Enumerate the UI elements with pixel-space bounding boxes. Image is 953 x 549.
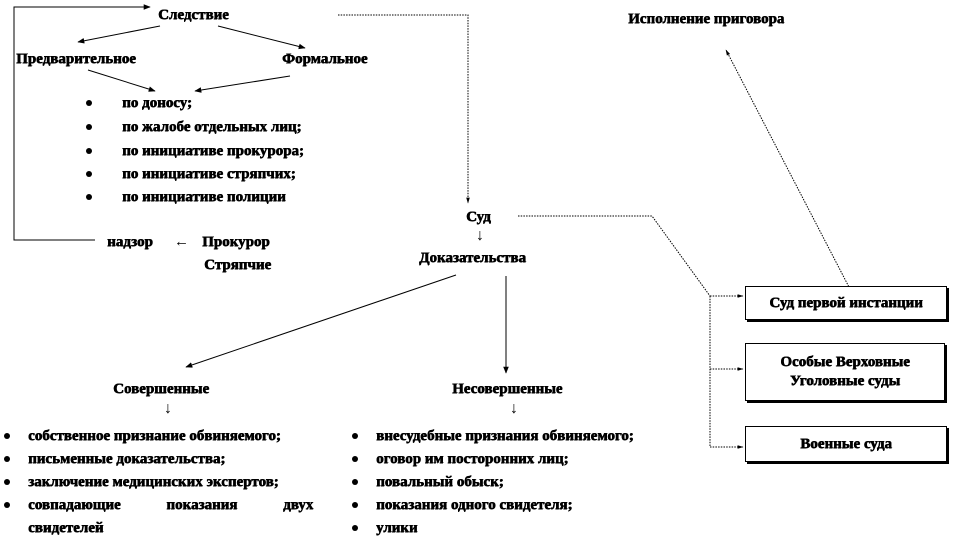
arrow-to-preliminary [77, 25, 161, 44]
complete-evidence-label: Совершенные [113, 381, 210, 397]
arrow-preliminary-to-grounds [87, 69, 156, 92]
execution-label: Исполнение приговора [628, 11, 785, 27]
list-bullet [4, 433, 10, 439]
list-item: по инициативе стряпчих; [122, 166, 296, 182]
first-instance-to-execution-line [725, 49, 851, 290]
first-instance-court-box: Суд первой инстанции [745, 286, 947, 320]
list-item: оговор им посторонних лиц; [376, 451, 569, 467]
list-item: повальный обыск; [376, 474, 504, 490]
incomplete-evidence-label: Несовершенные [452, 381, 563, 397]
list-item: заключение медицинских экспертов; [28, 474, 279, 490]
list-bullet [352, 502, 358, 508]
prosecutor-label: Прокурор [202, 234, 270, 250]
arrow-to-formal [217, 25, 306, 50]
list-bullet [352, 456, 358, 462]
supreme-court-label: Особые Верховные Уголовные суды [780, 354, 910, 389]
list-bullet [4, 456, 10, 462]
investigation-label: Следствие [158, 7, 229, 23]
down-arrow-icon: ↓ [164, 400, 172, 417]
list-item: по инициативе прокурора; [122, 143, 304, 159]
investigation-to-court-line [338, 14, 470, 204]
list-item-continuation: свидетелей [28, 520, 104, 536]
supervision-label: надзор [107, 234, 153, 250]
supervision-loop-line [13, 4, 151, 241]
list-bullet [352, 525, 358, 531]
arrow-formal-to-grounds [194, 75, 291, 93]
preliminary-label: Предварительное [16, 51, 136, 67]
supreme-court-box: Особые Верховные Уголовные суды [745, 343, 945, 401]
list-item: по доносу; [122, 95, 192, 111]
court-to-courts-line [518, 215, 711, 297]
list-item: показания одного свидетеля; [376, 497, 573, 513]
arrow-to-complete [185, 274, 457, 368]
list-item: по инициативе полиции [122, 189, 286, 205]
list-item: внесудебные признания обвиняемого; [376, 428, 634, 444]
first-instance-court-label: Суд первой инстанции [769, 294, 923, 311]
list-item: письменные доказательства; [28, 451, 226, 467]
list-item: собственное признание обвиняемого; [28, 428, 281, 444]
list-bullet [86, 194, 92, 200]
list-bullet [86, 148, 92, 154]
list-bullet [352, 433, 358, 439]
evidence-label: Доказательства [419, 250, 526, 266]
left-arrow-icon: ← [174, 234, 189, 250]
list-bullet [4, 479, 10, 485]
list-item-justified: совпадающие показания двух [28, 496, 338, 514]
court-label: Суд [466, 209, 491, 225]
list-item: совпадающие показания двух [28, 497, 314, 513]
list-item: по жалобе отдельных лиц; [122, 119, 302, 135]
military-court-label: Военные суда [800, 435, 892, 452]
down-arrow-icon: ↓ [510, 400, 518, 417]
attorneys-label: Стряпчие [204, 257, 272, 273]
military-court-box: Военные суда [745, 426, 947, 462]
list-bullet [86, 171, 92, 177]
list-item: улики [376, 520, 418, 536]
list-bullet [4, 502, 10, 508]
list-bullet [352, 479, 358, 485]
list-bullet [86, 124, 92, 130]
down-arrow-icon: ↓ [476, 227, 484, 244]
formal-label: Формальное [282, 51, 368, 67]
list-bullet [86, 100, 92, 106]
